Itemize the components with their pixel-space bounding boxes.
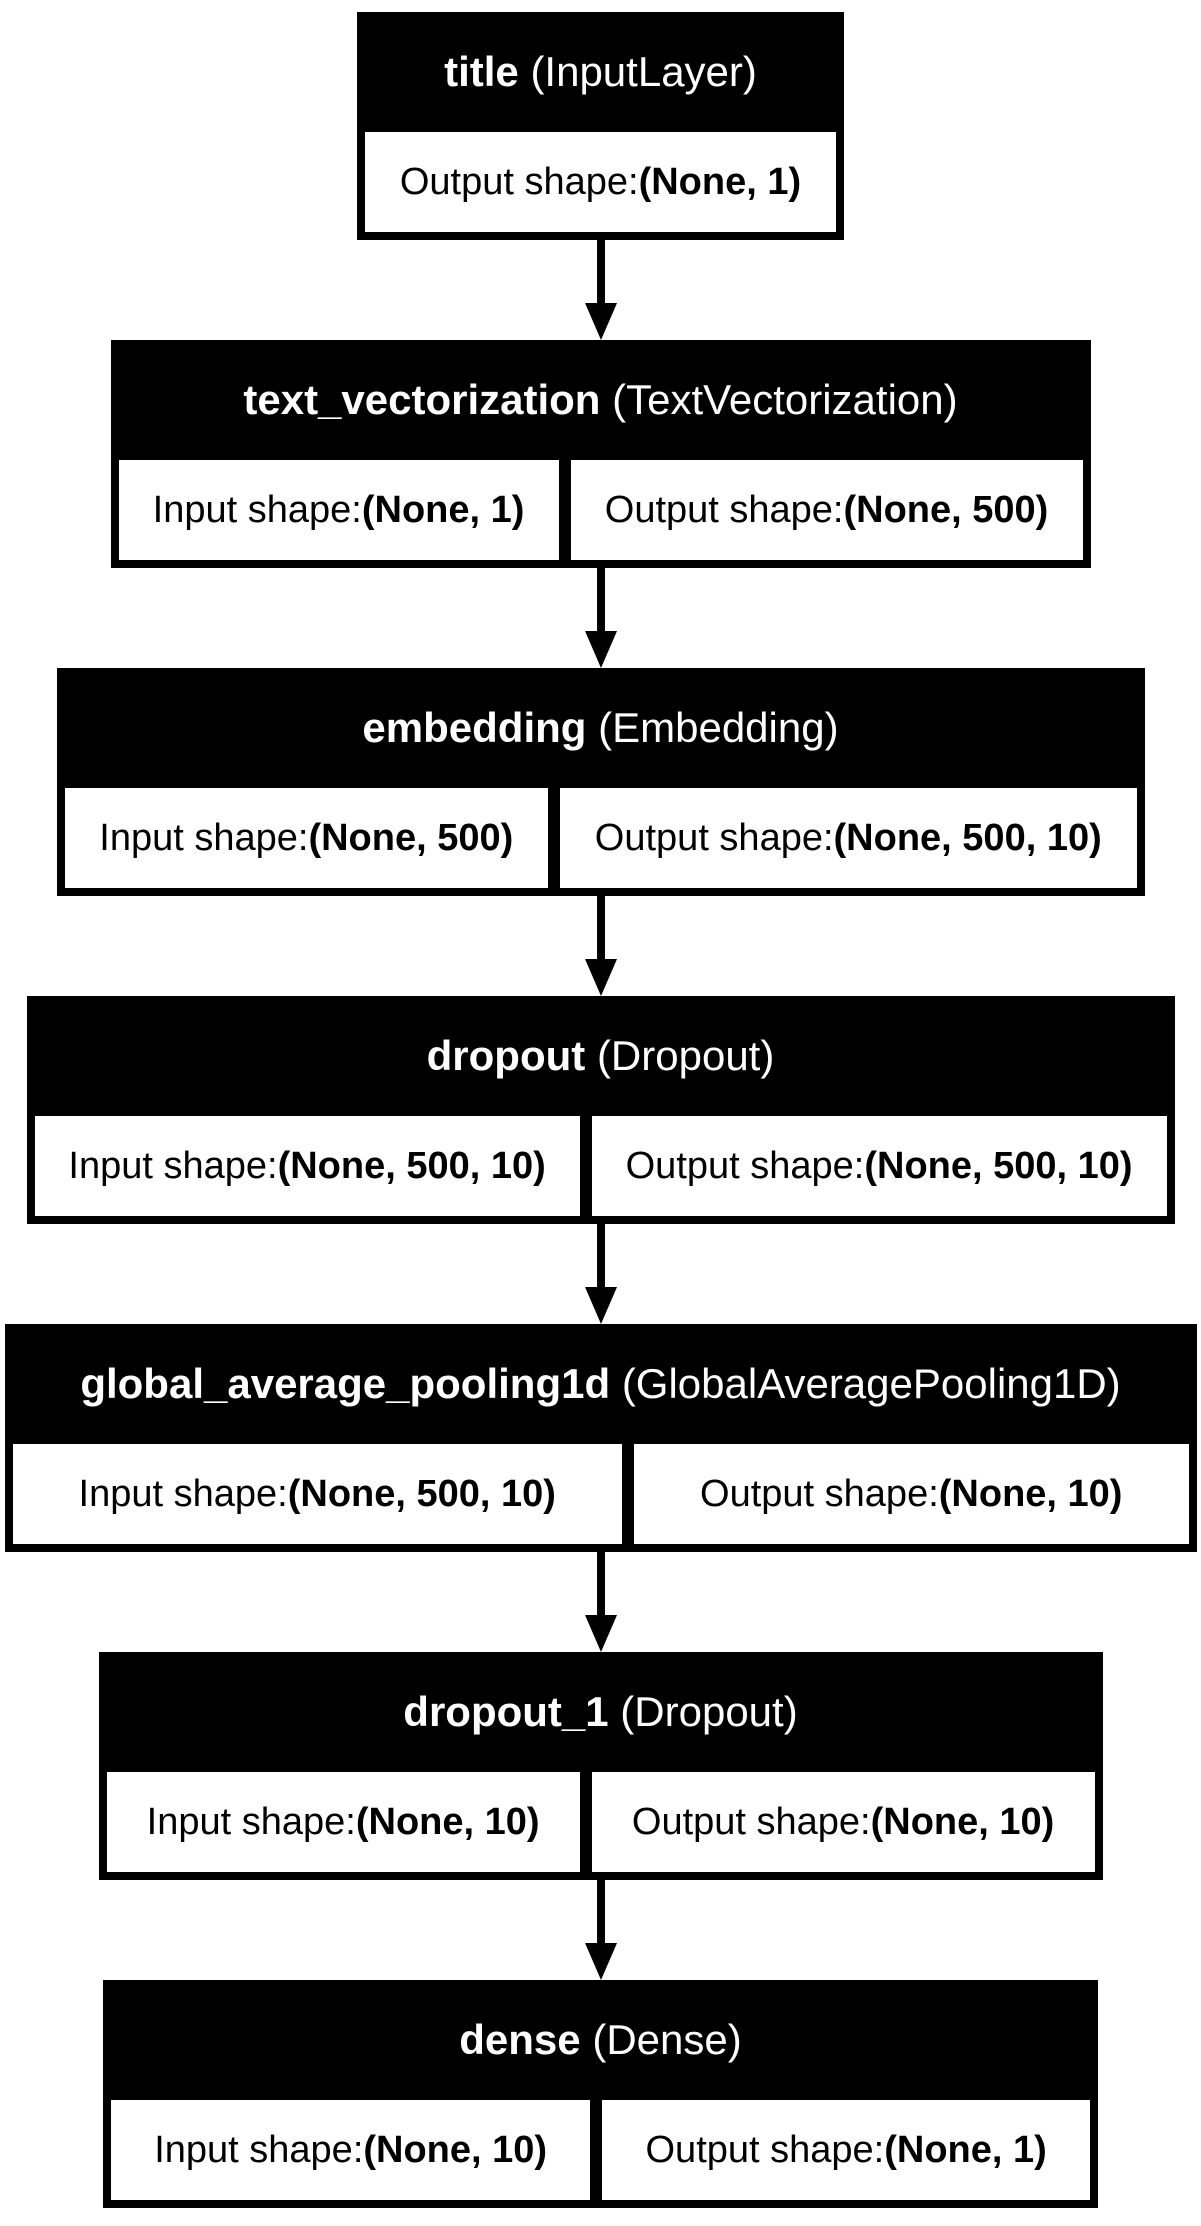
shape-value: (None, 10) xyxy=(355,1800,540,1843)
input-shape-cell: Input shape: (None, 500) xyxy=(64,788,549,888)
layer-name: dropout_1 xyxy=(403,1688,609,1735)
shape-label: Output shape: xyxy=(645,2128,885,2171)
shape-value: (None, 1) xyxy=(884,2128,1047,2171)
arrow-stem xyxy=(596,896,605,959)
layer-node-dropout: dropout (Dropout) Input shape: (None, 50… xyxy=(26,996,1175,1224)
layer-header: dropout_1 (Dropout) xyxy=(99,1652,1103,1772)
arrow-stem xyxy=(596,568,605,631)
input-shape-cell: Input shape: (None, 10) xyxy=(111,2100,591,2200)
input-shape-cell: Input shape: (None, 1) xyxy=(118,460,559,560)
layer-node-text-vectorization: text_vectorization (TextVectorization) I… xyxy=(110,340,1091,568)
arrow-down-icon xyxy=(584,1943,617,1980)
shape-label: Input shape: xyxy=(152,488,362,531)
layer-header: global_average_pooling1d (GlobalAverageP… xyxy=(5,1324,1197,1444)
input-shape-cell: Input shape: (None, 500, 10) xyxy=(34,1116,580,1216)
arrow-stem xyxy=(596,1224,605,1287)
layer-name: dense xyxy=(459,2016,581,2063)
layer-shapes-row: Input shape: (None, 500, 10) Output shap… xyxy=(12,1444,1189,1544)
layer-header: dropout (Dropout) xyxy=(27,996,1175,1116)
layer-node-dropout-1: dropout_1 (Dropout) Input shape: (None, … xyxy=(98,1652,1103,1880)
shape-value: (None, 1) xyxy=(361,488,525,531)
layer-header: dense (Dense) xyxy=(103,1980,1098,2100)
layer-type: (Dropout) xyxy=(596,1032,775,1079)
layer-type: (Dense) xyxy=(592,2016,742,2063)
layer-node-embedding: embedding (Embedding) Input shape: (None… xyxy=(56,668,1145,896)
layer-name: embedding xyxy=(362,704,587,751)
shape-label: Input shape: xyxy=(78,1472,288,1515)
shape-label: Output shape: xyxy=(631,1800,871,1843)
shape-label: Output shape: xyxy=(625,1144,865,1187)
arrow-stem xyxy=(596,240,605,303)
shape-label: Output shape: xyxy=(700,1472,939,1515)
output-shape-cell: Output shape: (None, 10) xyxy=(633,1444,1189,1544)
shape-value: (None, 10) xyxy=(870,1800,1055,1843)
shape-value: (None, 500) xyxy=(308,816,514,859)
input-shape-cell: Input shape: (None, 500, 10) xyxy=(12,1444,622,1544)
arrow-down-icon xyxy=(584,303,617,340)
shape-label: Input shape: xyxy=(68,1144,278,1187)
flow-arrow xyxy=(584,896,617,996)
output-shape-cell: Output shape: (None, 1) xyxy=(602,2100,1091,2200)
output-shape-cell: Output shape: (None, 500, 10) xyxy=(591,1116,1167,1216)
layer-node-global-average-pooling1d: global_average_pooling1d (GlobalAverageP… xyxy=(4,1324,1197,1552)
shape-label: Input shape: xyxy=(154,2128,364,2171)
shape-value: (None, 500, 10) xyxy=(287,1472,556,1515)
flow-arrow xyxy=(584,1224,617,1324)
flow-arrow xyxy=(584,240,617,340)
layer-name: text_vectorization xyxy=(243,376,601,423)
shape-value: (None, 500) xyxy=(843,488,1049,531)
arrow-stem xyxy=(596,1880,605,1943)
input-shape-cell: Input shape: (None, 10) xyxy=(106,1772,580,1872)
layer-shapes-row: Input shape: (None, 1) Output shape: (No… xyxy=(118,460,1083,560)
shape-label: Output shape: xyxy=(594,816,834,859)
arrow-down-icon xyxy=(584,1287,617,1324)
arrow-stem xyxy=(596,1552,605,1615)
layer-type: (InputLayer) xyxy=(530,48,757,95)
layer-name: title xyxy=(444,48,519,95)
layer-shapes-row: Input shape: (None, 10) Output shape: (N… xyxy=(111,2100,1091,2200)
shape-value: (None, 500, 10) xyxy=(277,1144,546,1187)
shape-label: Output shape: xyxy=(399,160,639,203)
layer-node-dense: dense (Dense) Input shape: (None, 10) Ou… xyxy=(103,1980,1098,2208)
arrow-down-icon xyxy=(584,1615,617,1652)
layer-header: title (InputLayer) xyxy=(357,12,844,132)
shape-value: (None, 10) xyxy=(938,1472,1123,1515)
layer-type: (GlobalAveragePooling1D) xyxy=(621,1360,1121,1407)
layer-shapes-row: Input shape: (None, 500, 10) Output shap… xyxy=(34,1116,1167,1216)
flow-arrow xyxy=(584,1880,617,1980)
layer-shapes-row: Input shape: (None, 10) Output shape: (N… xyxy=(106,1772,1095,1872)
arrow-down-icon xyxy=(584,959,617,996)
layer-name: global_average_pooling1d xyxy=(80,1360,611,1407)
layer-type: (Dropout) xyxy=(620,1688,798,1735)
arrow-down-icon xyxy=(584,631,617,668)
shape-label: Input shape: xyxy=(146,1800,356,1843)
layer-node-title: title (InputLayer) Output shape: (None, … xyxy=(357,12,844,240)
layer-name: dropout xyxy=(426,1032,586,1079)
layer-header: text_vectorization (TextVectorization) xyxy=(111,340,1091,460)
layer-type: (Embedding) xyxy=(598,704,839,751)
shape-value: (None, 500, 10) xyxy=(864,1144,1133,1187)
layer-shapes-row: Output shape: (None, 1) xyxy=(365,132,836,232)
shape-value: (None, 1) xyxy=(638,160,802,203)
flow-arrow xyxy=(584,1552,617,1652)
output-shape-cell: Output shape: (None, 10) xyxy=(591,1772,1095,1872)
output-shape-cell: Output shape: (None, 500) xyxy=(570,460,1083,560)
output-shape-cell: Output shape: (None, 500, 10) xyxy=(560,788,1137,888)
flow-arrow xyxy=(584,568,617,668)
layer-shapes-row: Input shape: (None, 500) Output shape: (… xyxy=(64,788,1137,888)
output-shape-cell: Output shape: (None, 1) xyxy=(365,132,836,232)
shape-value: (None, 500, 10) xyxy=(833,816,1102,859)
shape-value: (None, 10) xyxy=(363,2128,548,2171)
shape-label: Output shape: xyxy=(604,488,844,531)
layer-type: (TextVectorization) xyxy=(612,376,958,423)
layer-header: embedding (Embedding) xyxy=(57,668,1145,788)
shape-label: Input shape: xyxy=(99,816,309,859)
